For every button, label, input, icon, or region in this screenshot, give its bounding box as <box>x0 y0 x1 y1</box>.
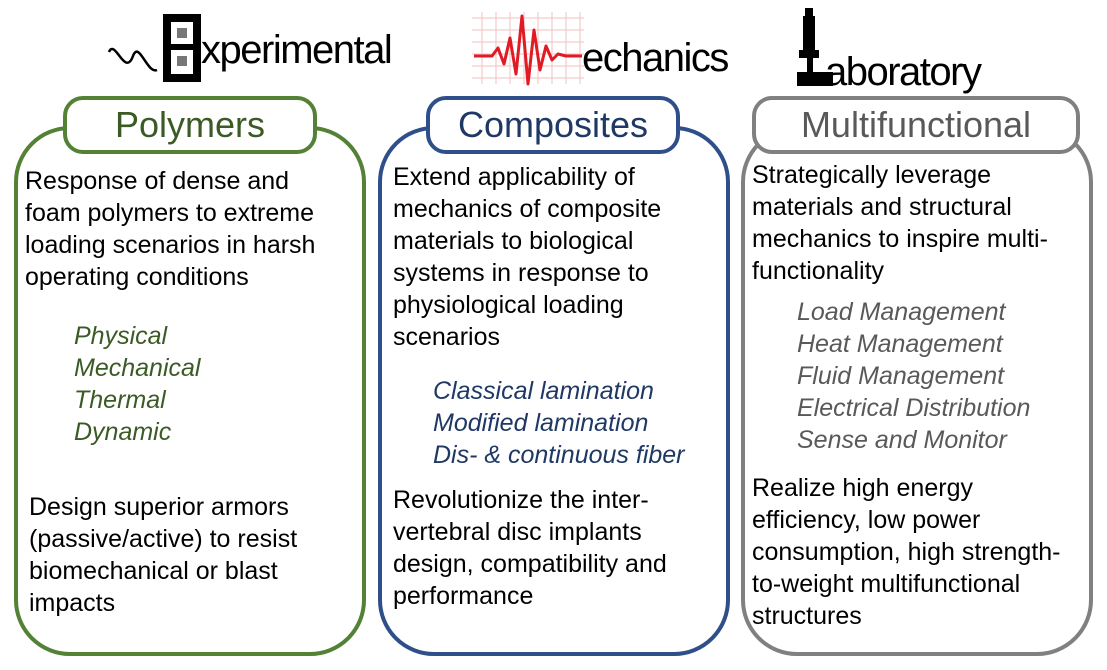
waveform-icon <box>472 12 584 86</box>
list-item: Heat Management <box>797 330 1003 358</box>
multifunctional-panel <box>741 126 1093 656</box>
polymers-description: Response of dense and foam polymers to e… <box>25 167 316 291</box>
polymers-panel <box>14 126 366 656</box>
list-item: Physical <box>74 322 168 350</box>
load-frame-icon <box>107 14 201 82</box>
logo-word-laboratory: aboratory <box>825 50 982 94</box>
logo-word-experimental: xperimental <box>201 28 393 72</box>
list-item: Fluid Management <box>797 362 1005 390</box>
composites-footer: Revolutionize the inter-vertebral disc i… <box>393 486 667 610</box>
list-item: Classical lamination <box>433 377 654 405</box>
composites-description: Extend applicability of mechanics of com… <box>393 163 662 351</box>
list-item: Modified lamination <box>433 409 649 437</box>
list-item: Sense and Monitor <box>797 426 1007 454</box>
polymers-title-tab: Polymers <box>63 96 317 154</box>
composites-panel <box>378 126 730 656</box>
list-item: Dis- & continuous fiber <box>433 441 685 469</box>
list-item: Dynamic <box>74 418 172 446</box>
list-item: Thermal <box>74 386 166 414</box>
logo-mechanics: echanics <box>472 0 772 96</box>
multifunctional-title-tab: Multifunctional <box>752 96 1080 154</box>
composites-items: Classical lamination Modified lamination… <box>433 375 685 471</box>
list-item: Mechanical <box>74 354 201 382</box>
multifunctional-footer: Realize high energy efficiency, low powe… <box>752 474 1061 630</box>
composites-title-tab: Composites <box>426 96 680 154</box>
logo-laboratory: aboratory <box>795 0 1045 96</box>
microscope-icon <box>797 8 833 86</box>
logo-experimental: xperimental <box>105 0 435 96</box>
polymers-items: Physical Mechanical Thermal Dynamic <box>74 320 200 448</box>
multifunctional-items: Load Management Heat Management Fluid Ma… <box>797 296 1030 456</box>
polymers-footer: Design superior armors (passive/active) … <box>29 493 298 617</box>
list-item: Electrical Distribution <box>797 394 1031 422</box>
logo-word-mechanics: echanics <box>582 36 729 80</box>
list-item: Load Management <box>797 298 1006 326</box>
multifunctional-description: Strategically leverage materials and str… <box>752 161 1048 285</box>
